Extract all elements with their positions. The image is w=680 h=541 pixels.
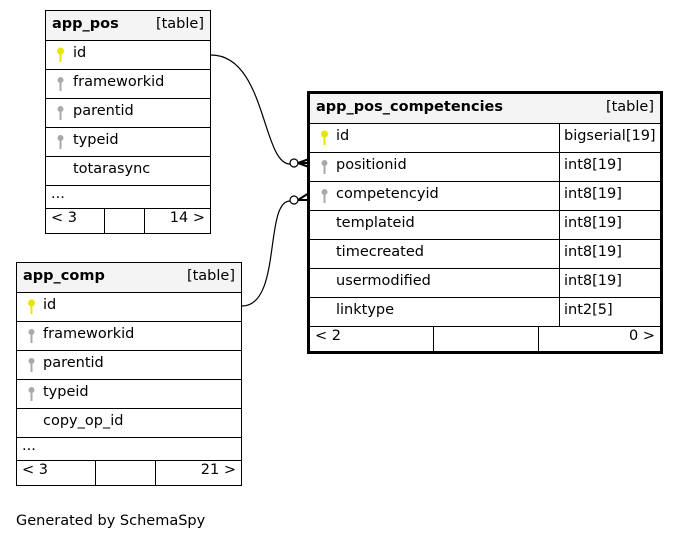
field-name: positionid — [336, 157, 407, 173]
field-name: typeid — [43, 384, 89, 400]
field-type: int8[19] — [564, 186, 622, 202]
table-type-label: [table] — [605, 99, 654, 115]
divider — [559, 210, 560, 239]
field-row[interactable]: totarasync — [46, 156, 210, 186]
field-row[interactable]: linktype int2[5] — [310, 297, 660, 327]
children-count-link[interactable]: 21 > — [200, 462, 236, 478]
divider — [433, 326, 434, 351]
parents-count-link[interactable]: < 3 — [22, 462, 48, 478]
more-columns-row[interactable]: ... — [17, 437, 241, 461]
foreign-key-icon — [28, 329, 35, 343]
table-app-pos[interactable]: app_pos [table] id frameworkid parentid … — [45, 10, 211, 234]
primary-key-icon — [28, 299, 35, 314]
field-row[interactable]: frameworkid — [46, 69, 210, 99]
foreign-key-icon — [28, 387, 35, 401]
foreign-key-icon — [321, 189, 328, 203]
divider — [95, 460, 96, 485]
table-type-label: [table] — [186, 268, 235, 284]
field-row[interactable]: parentid — [17, 350, 241, 380]
field-row[interactable]: typeid — [17, 379, 241, 409]
field-row[interactable]: positionid int8[19] — [310, 152, 660, 182]
generated-by-footer: Generated by SchemaSpy — [16, 513, 206, 529]
field-row[interactable]: typeid — [46, 127, 210, 157]
field-row[interactable]: templateid int8[19] — [310, 210, 660, 240]
field-name: totarasync — [73, 161, 151, 177]
table-name: app_pos — [52, 16, 119, 32]
field-row[interactable]: id — [46, 40, 210, 70]
field-row[interactable]: usermodified int8[19] — [310, 268, 660, 298]
primary-key-icon — [57, 47, 64, 62]
relationship-app-comp-to-competencyid — [241, 200, 291, 307]
field-row[interactable]: id bigserial[19] — [310, 123, 660, 153]
field-row[interactable]: frameworkid — [17, 321, 241, 351]
field-name: linktype — [336, 302, 395, 318]
divider — [104, 208, 105, 233]
table-header[interactable]: app_pos [table] — [46, 11, 210, 41]
table-header[interactable]: app_comp [table] — [17, 263, 241, 293]
field-type: int2[5] — [564, 302, 613, 318]
field-row[interactable]: copy_op_id — [17, 408, 241, 438]
more-columns-row[interactable]: ... — [46, 185, 210, 209]
foreign-key-icon — [57, 106, 64, 120]
primary-key-icon — [321, 130, 328, 145]
field-row[interactable]: competencyid int8[19] — [310, 181, 660, 211]
foreign-key-icon — [28, 358, 35, 372]
table-header[interactable]: app_pos_competencies [table] — [310, 94, 660, 124]
field-name: id — [73, 45, 87, 61]
divider — [559, 268, 560, 297]
field-name: id — [336, 128, 350, 144]
field-type: int8[19] — [564, 215, 622, 231]
divider — [155, 460, 156, 485]
children-count-link[interactable]: 0 > — [629, 328, 655, 344]
relationship-app-pos-to-positionid — [210, 54, 291, 165]
field-name: frameworkid — [43, 326, 135, 342]
more-columns-ellipsis: ... — [22, 438, 36, 454]
field-name: templateid — [336, 215, 415, 231]
divider — [559, 123, 560, 152]
field-type: int8[19] — [564, 157, 622, 173]
field-name: typeid — [73, 132, 119, 148]
field-row[interactable]: id — [17, 292, 241, 322]
table-type-label: [table] — [155, 16, 204, 32]
foreign-key-icon — [57, 135, 64, 149]
optional-circle-icon — [289, 195, 299, 205]
parents-count-link[interactable]: < 3 — [51, 210, 77, 226]
table-nav-row: < 2 0 > — [310, 326, 660, 351]
divider — [559, 297, 560, 326]
field-type: int8[19] — [564, 244, 622, 260]
table-name: app_comp — [23, 268, 105, 284]
field-type: int8[19] — [564, 273, 622, 289]
field-row[interactable]: timecreated int8[19] — [310, 239, 660, 269]
divider — [144, 208, 145, 233]
children-count-link[interactable]: 14 > — [169, 210, 205, 226]
field-name: timecreated — [336, 244, 424, 260]
table-app-comp[interactable]: app_comp [table] id frameworkid parentid… — [16, 262, 242, 486]
divider — [559, 152, 560, 181]
field-name: competencyid — [336, 186, 439, 202]
field-name: id — [43, 297, 57, 313]
divider — [559, 239, 560, 268]
field-name: frameworkid — [73, 74, 165, 90]
table-app-pos-competencies[interactable]: app_pos_competencies [table] id bigseria… — [307, 91, 663, 354]
field-name: usermodified — [336, 273, 431, 289]
divider — [559, 181, 560, 210]
divider — [538, 326, 539, 351]
field-row[interactable]: parentid — [46, 98, 210, 128]
field-name: copy_op_id — [43, 413, 124, 429]
foreign-key-icon — [57, 77, 64, 91]
more-columns-ellipsis: ... — [51, 186, 65, 202]
table-name: app_pos_competencies — [316, 99, 504, 115]
parents-count-link[interactable]: < 2 — [315, 328, 341, 344]
field-type: bigserial[19] — [564, 128, 656, 144]
table-nav-row: < 3 14 > — [46, 208, 210, 233]
field-name: parentid — [43, 355, 104, 371]
optional-circle-icon — [289, 158, 299, 168]
table-nav-row: < 3 21 > — [17, 460, 241, 485]
foreign-key-icon — [321, 160, 328, 174]
field-name: parentid — [73, 103, 134, 119]
